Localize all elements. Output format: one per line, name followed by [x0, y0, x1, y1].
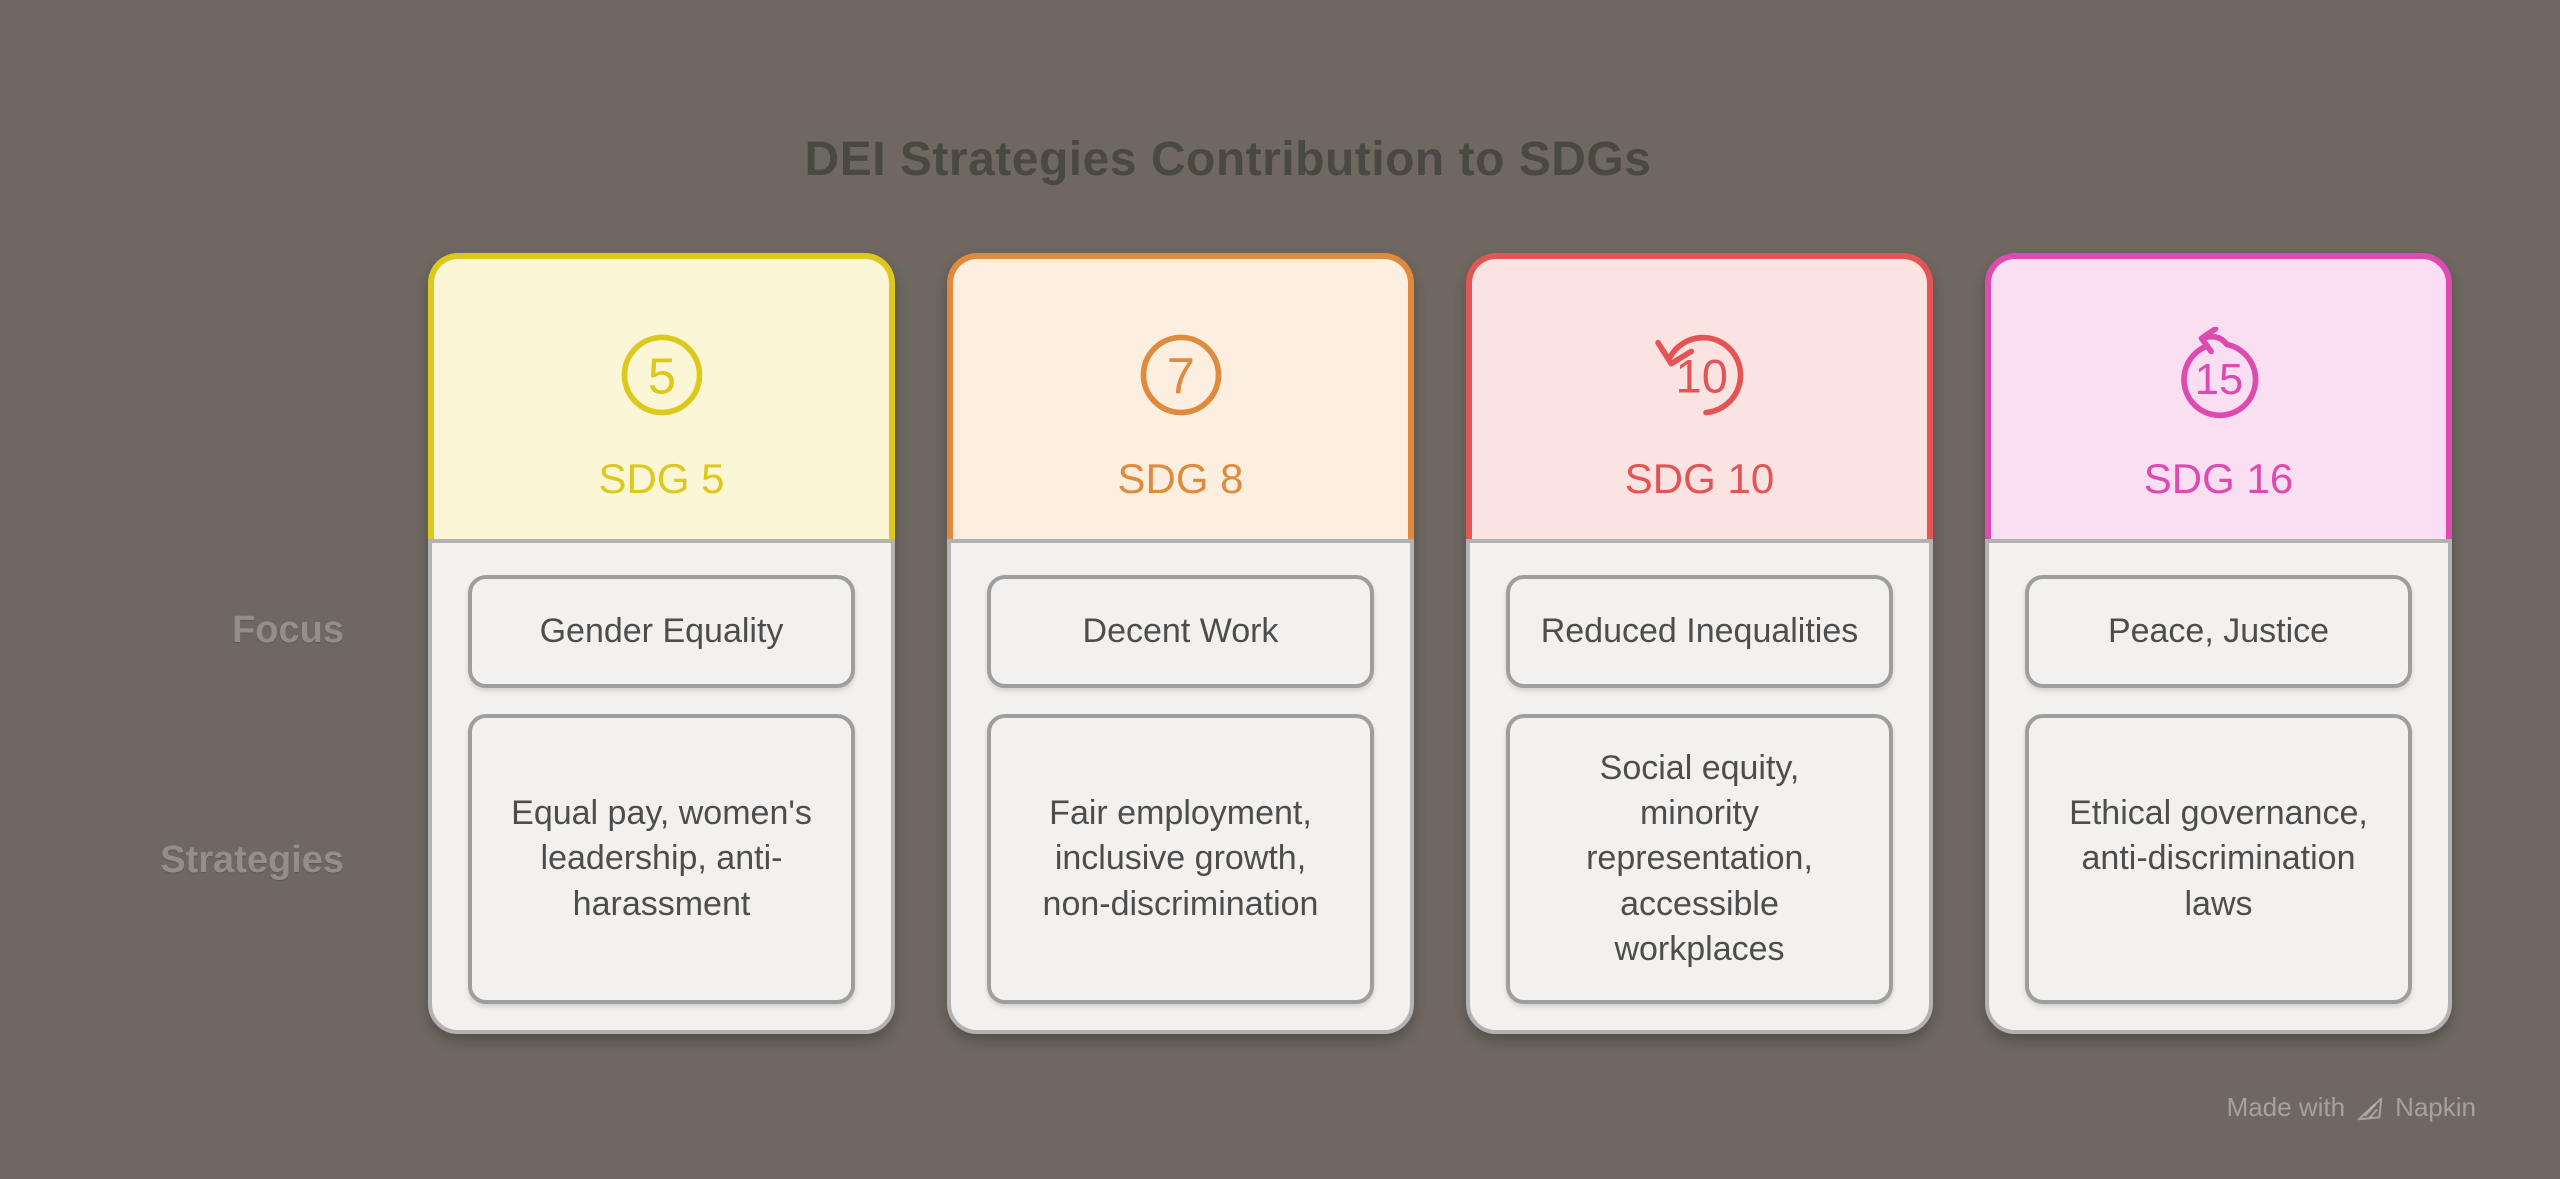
focus-box: Reduced Inequalities	[1506, 575, 1893, 688]
sdg-card-label: SDG 8	[1117, 455, 1244, 502]
sdg-card-body: Decent Work Fair employment, inclusive g…	[947, 539, 1414, 1034]
sdg-card: 15 SDG 16 Peace, Justice Ethical governa…	[1985, 253, 2452, 1034]
sdg-card-header: 5 SDG 5	[428, 253, 895, 539]
sdg-card-body: Reduced Inequalities Social equity, mino…	[1466, 539, 1933, 1034]
icon-number: 5	[647, 347, 675, 404]
icon-number: 7	[1166, 347, 1194, 404]
focus-box: Gender Equality	[468, 575, 855, 688]
strategies-box: Ethical governance, anti-discrimination …	[2025, 714, 2412, 1004]
sdg-card: 10 SDG 10 Reduced Inequalities Social eq…	[1466, 253, 1933, 1034]
strategies-box: Social equity, minority representation, …	[1506, 714, 1893, 1004]
sdg-card-body: Gender Equality Equal pay, women's leade…	[428, 539, 895, 1034]
icon-number: 10	[1675, 349, 1727, 402]
row-label-focus: Focus	[232, 609, 344, 651]
sdg-cards-row: 5 SDG 5 Gender Equality Equal pay, women…	[428, 253, 2452, 1034]
sdg-card: 7 SDG 8 Decent Work Fair employment, inc…	[947, 253, 1414, 1034]
sdg-card: 5 SDG 5 Gender Equality Equal pay, women…	[428, 253, 895, 1034]
strategies-box: Fair employment, inclusive growth, non-d…	[987, 714, 1374, 1004]
sdg-card-header: 10 SDG 10	[1466, 253, 1933, 539]
watermark-text: Made with	[2226, 1092, 2346, 1122]
focus-box: Peace, Justice	[2025, 575, 2412, 688]
focus-box: Decent Work	[987, 575, 1374, 688]
napkin-logo-icon	[2357, 1097, 2383, 1120]
rotate-ccw-10-icon: 10	[1654, 334, 1743, 416]
rotate-ccw-15-icon: 15	[2180, 327, 2258, 419]
icon-number: 15	[2194, 356, 2243, 404]
diagram-title: DEI Strategies Contribution to SDGs	[804, 133, 1652, 186]
watermark: Made with Napkin	[2227, 1092, 2476, 1123]
row-label-strategies: Strategies	[160, 839, 344, 881]
circle-number-5-icon: 5	[621, 334, 702, 416]
sdg-card-header: 15 SDG 16	[1985, 253, 2452, 539]
sdg-card-label: SDG 10	[1624, 455, 1775, 502]
sdg-card-label: SDG 5	[598, 455, 725, 502]
watermark-brand: Napkin	[2395, 1092, 2476, 1122]
strategies-box: Equal pay, women's leadership, anti-hara…	[468, 714, 855, 1004]
circle-number-7-icon: 7	[1140, 334, 1221, 416]
sdg-card-body: Peace, Justice Ethical governance, anti-…	[1985, 539, 2452, 1034]
sdg-card-label: SDG 16	[2143, 455, 2294, 502]
sdg-card-header: 7 SDG 8	[947, 253, 1414, 539]
